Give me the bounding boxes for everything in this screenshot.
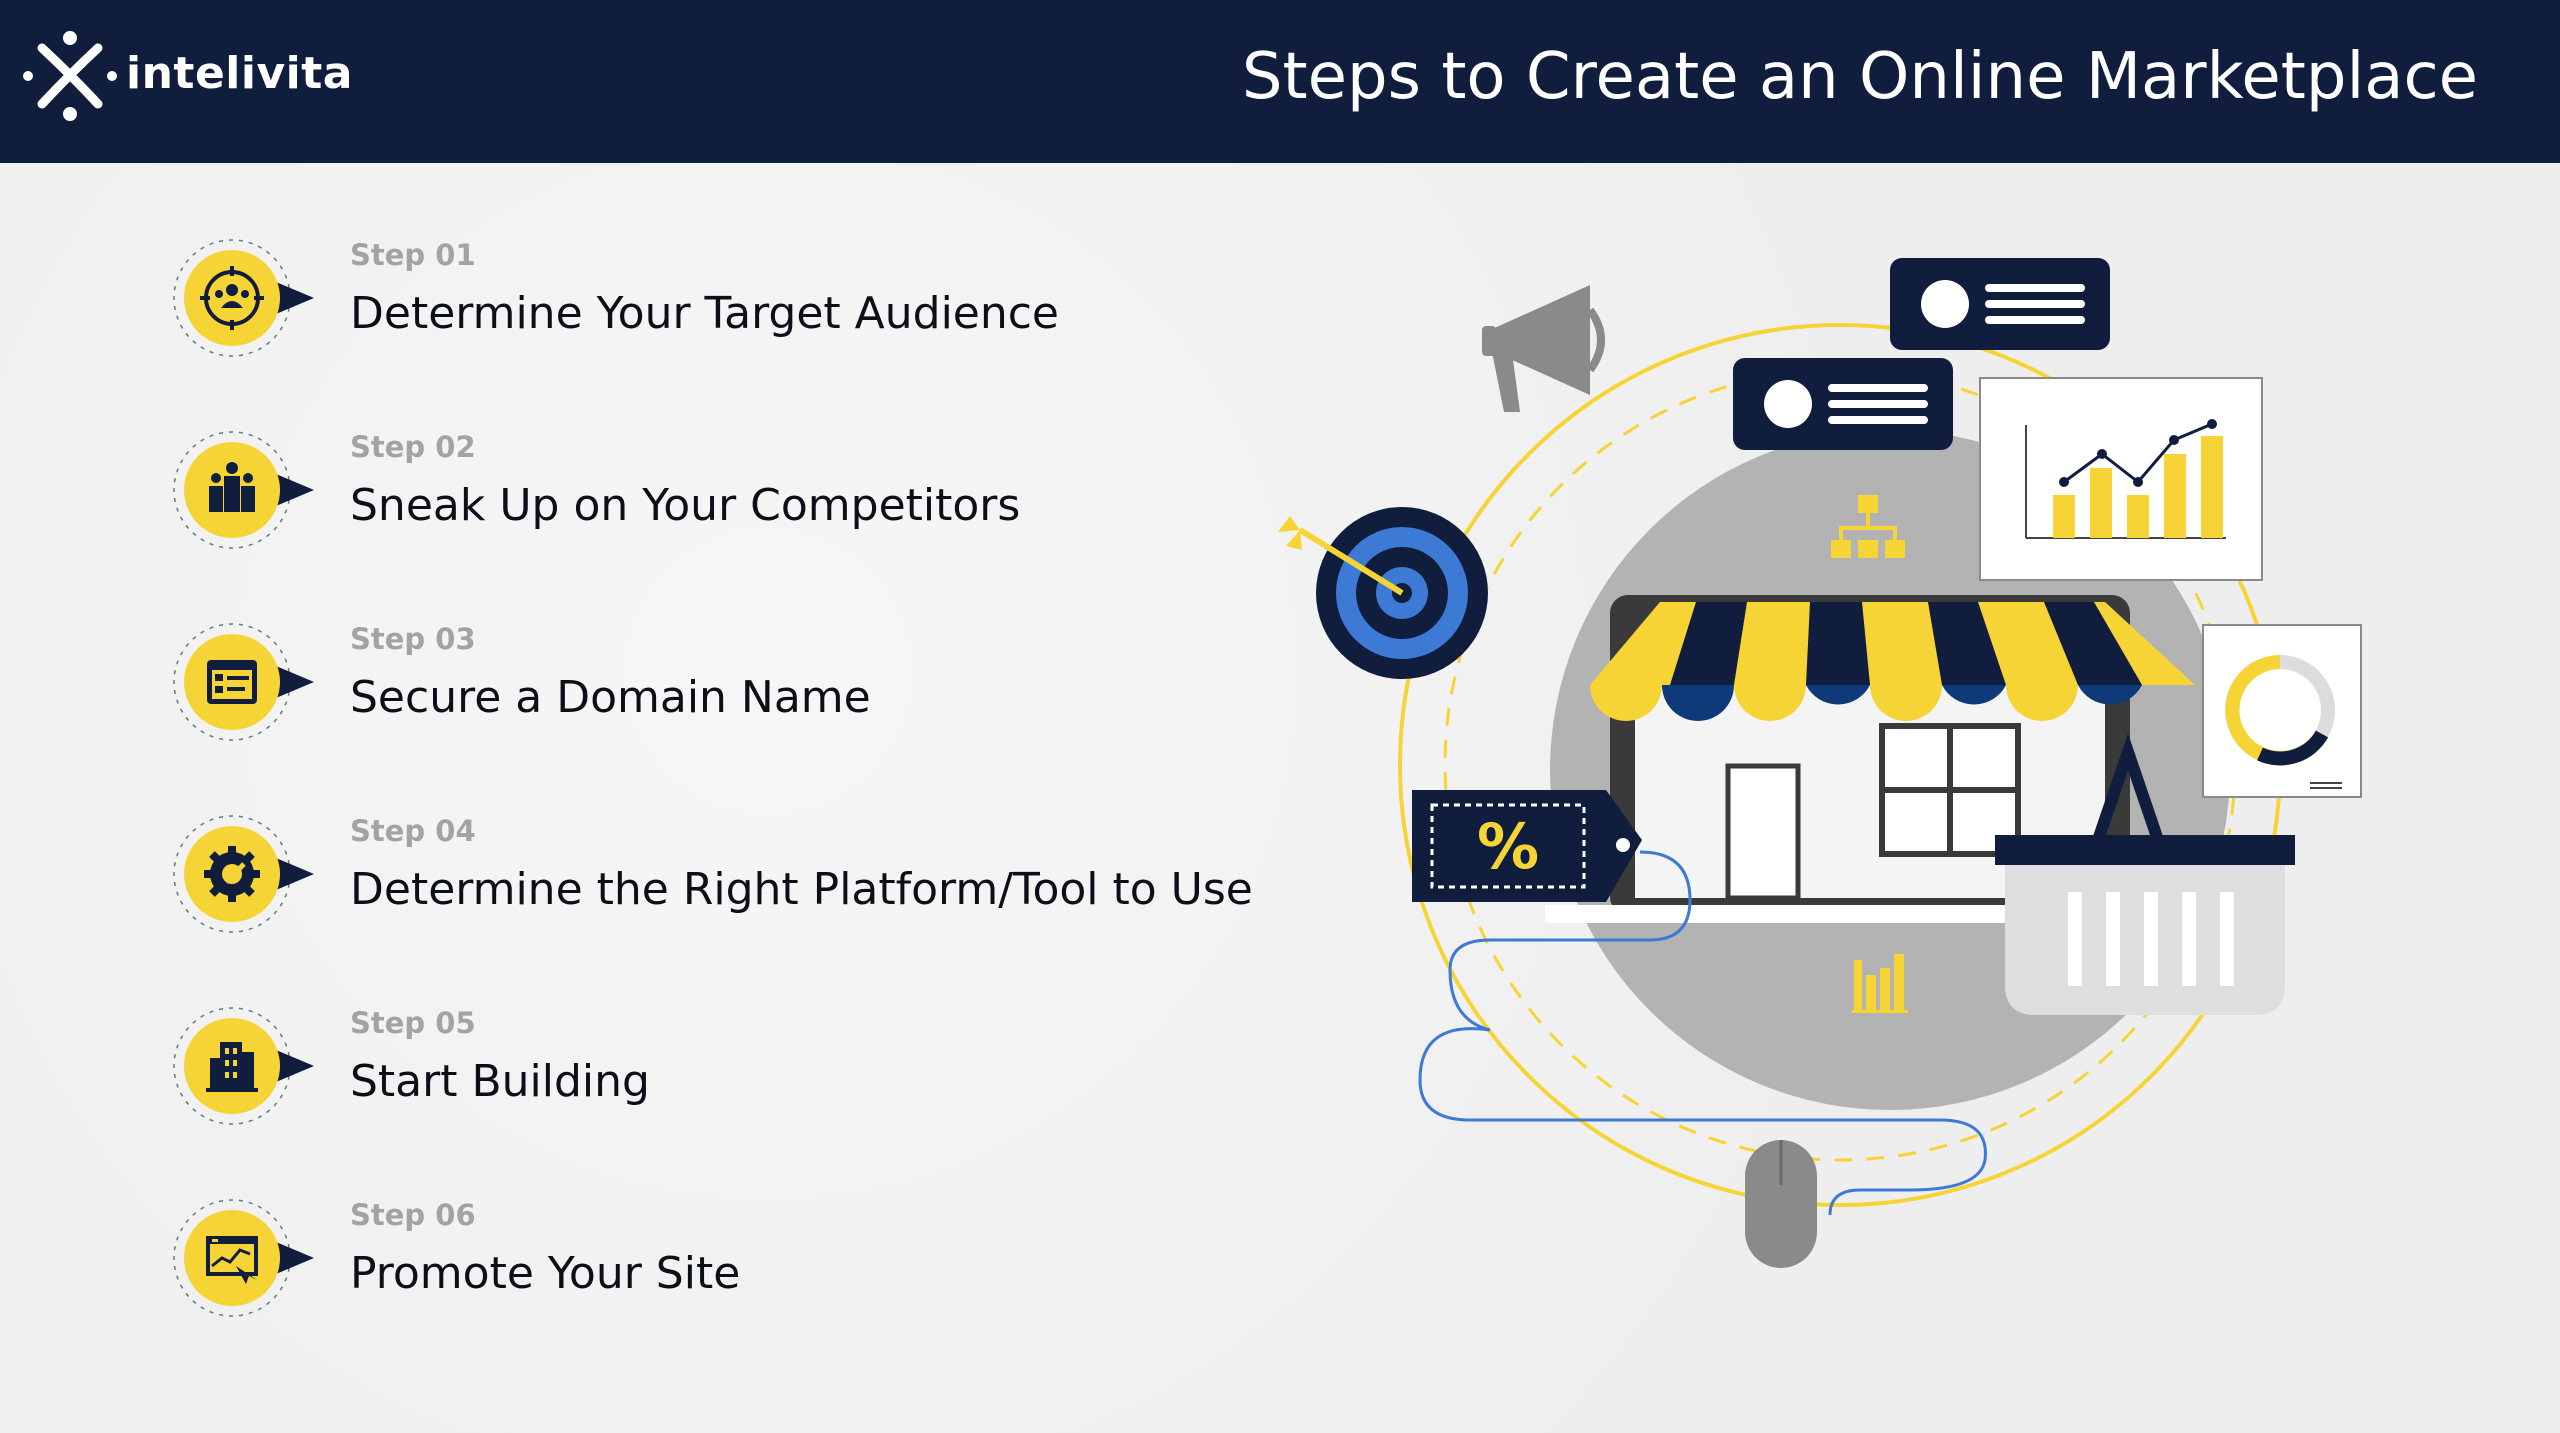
step-number: Step 03: [350, 622, 476, 656]
page-title: Steps to Create an Online Marketplace: [1241, 40, 2478, 114]
step-item: Step 04 Determine the Right Platform/Too…: [172, 812, 1372, 952]
price-tag-symbol: %: [1477, 810, 1539, 883]
org-chart-icon: [1831, 495, 1905, 558]
chat-bubble-icon: [1890, 258, 2110, 350]
step-title: Determine Your Target Audience: [350, 288, 1060, 339]
step-badge: [173, 431, 314, 549]
step-badge: [173, 239, 314, 357]
promote-screen-icon: [206, 1236, 258, 1284]
brand-name: intelivita: [126, 48, 353, 99]
step-badge: [173, 623, 314, 741]
step-number: Step 05: [350, 1006, 476, 1040]
competitors-podium-icon: [209, 462, 255, 512]
mini-bar-chart-icon: [1852, 954, 1908, 1013]
step-item: Step 05 Start Building: [172, 1004, 1372, 1144]
brand-logo[interactable]: intelivita: [20, 26, 352, 130]
step-badge: [173, 815, 314, 933]
step-title: Start Building: [350, 1056, 650, 1107]
step-item: Step 01 Determine Your Target Audience: [172, 236, 1372, 376]
line-bar-chart-card: [1979, 377, 2263, 581]
step-title: Promote Your Site: [350, 1248, 741, 1299]
donut-chart-card: [2202, 624, 2362, 798]
megaphone-icon: [1482, 285, 1605, 412]
domain-com-icon: [207, 660, 257, 704]
shopping-basket-icon: [1995, 733, 2295, 1015]
dartboard-icon: [1278, 507, 1488, 679]
header-bar: intelivita Steps to Create an Online Mar…: [0, 0, 2560, 163]
building-icon: [206, 1042, 258, 1092]
marketplace-illustration: %: [1278, 258, 2362, 1268]
step-badge: [173, 1199, 314, 1317]
step-item: Step 03 Secure a Domain Name: [172, 620, 1372, 760]
step-number: Step 04: [350, 814, 476, 848]
step-badge: [173, 1007, 314, 1125]
step-number: Step 02: [350, 430, 476, 464]
step-title: Secure a Domain Name: [350, 672, 871, 723]
step-title: Determine the Right Platform/Tool to Use: [350, 864, 1253, 915]
gear-wrench-icon: [204, 846, 260, 902]
step-title: Sneak Up on Your Competitors: [350, 480, 1021, 531]
chat-bubble-icon: [1733, 358, 1953, 450]
target-audience-icon: [200, 266, 264, 330]
step-item: Step 02 Sneak Up on Your Competitors: [172, 428, 1372, 568]
step-item: Step 06 Promote Your Site: [172, 1196, 1372, 1336]
step-number: Step 06: [350, 1198, 476, 1232]
price-tag-icon: %: [1412, 790, 1642, 902]
computer-mouse-icon: [1745, 1140, 1817, 1268]
step-number: Step 01: [350, 238, 476, 272]
logo-mark-icon: [23, 31, 117, 121]
